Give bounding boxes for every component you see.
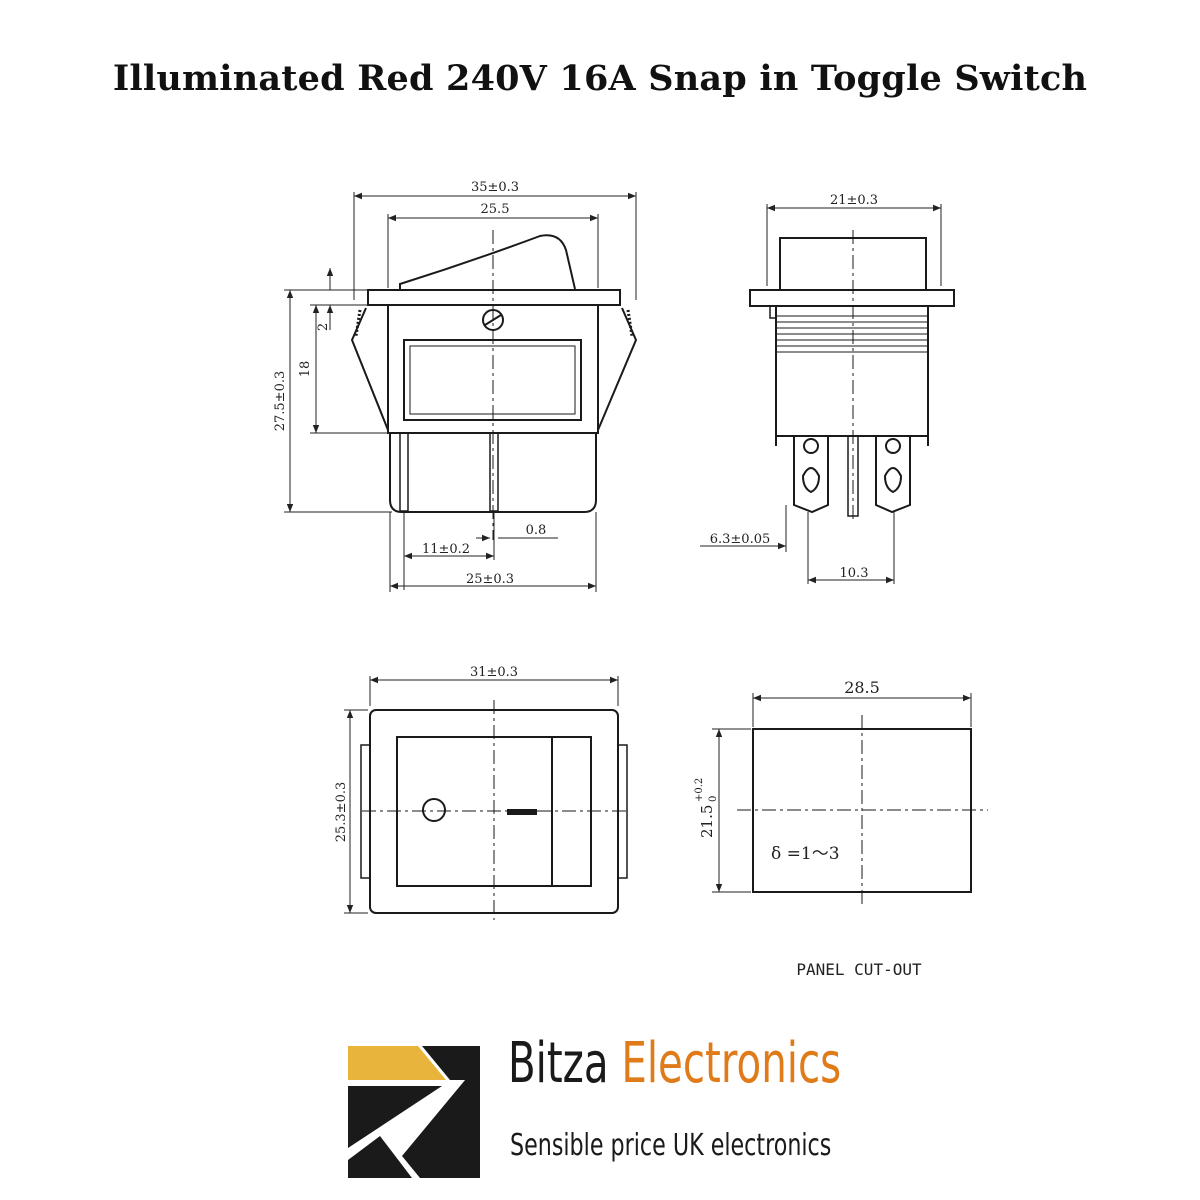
side-terminal-left (793, 436, 829, 514)
on-symbol-icon (507, 809, 537, 815)
rocker (399, 234, 576, 290)
dim-cutout-width: 28.5 (844, 678, 880, 697)
dim-terminal-spacing: 10.3 (840, 566, 869, 581)
snap-clip-left (350, 307, 389, 431)
dim-top-height: 25.3±0.3 (334, 782, 349, 843)
side-body (775, 305, 929, 437)
side-view (749, 230, 955, 520)
side-terminal-right (875, 436, 911, 514)
brand-name-first: Bitza (508, 1031, 609, 1096)
page-title: Illuminated Red 240V 16A Snap in Toggle … (112, 58, 1088, 99)
snap-clip-right (597, 307, 638, 431)
dim-cutout-tol-upper: +0.2 (694, 778, 705, 802)
dim-body-width: 25±0.3 (466, 572, 514, 587)
panel-cutout (737, 715, 988, 905)
panel-thickness: δ =1～3 (771, 844, 840, 864)
terminal-center (489, 432, 499, 512)
front-view (350, 230, 638, 540)
side-flange (749, 289, 955, 307)
bitza-logo-icon (348, 1046, 480, 1178)
dim-rocker-width: 25.5 (481, 202, 510, 217)
dim-terminal-thickness: 0.8 (526, 523, 547, 538)
dim-bezel-thickness: 2 (316, 323, 331, 331)
brand-name-second: Electronics (621, 1031, 842, 1096)
dim-total-height: 27.5±0.3 (273, 371, 288, 432)
dim-cutout-height: 21.5 (698, 805, 716, 838)
dim-side-width: 21±0.3 (830, 193, 878, 208)
dim-cutout-tol-lower: 0 (708, 796, 719, 802)
dim-terminal-width: 6.3±0.05 (710, 532, 771, 547)
bezel-flange (367, 289, 621, 306)
brand-name: Bitza Electronics (508, 1028, 841, 1100)
off-symbol-icon (422, 798, 446, 822)
top-view (360, 700, 628, 920)
dim-terminal-pitch: 11±0.2 (422, 542, 470, 557)
terminal-left (399, 432, 409, 512)
brand-tagline: Sensible price UK electronics (510, 1128, 832, 1163)
dim-top-width: 31±0.3 (470, 665, 518, 680)
dim-overall-width: 35±0.3 (471, 180, 519, 195)
dim-body-height: 18 (298, 361, 313, 378)
panel-cutout-caption: PANEL CUT-OUT (796, 960, 922, 979)
